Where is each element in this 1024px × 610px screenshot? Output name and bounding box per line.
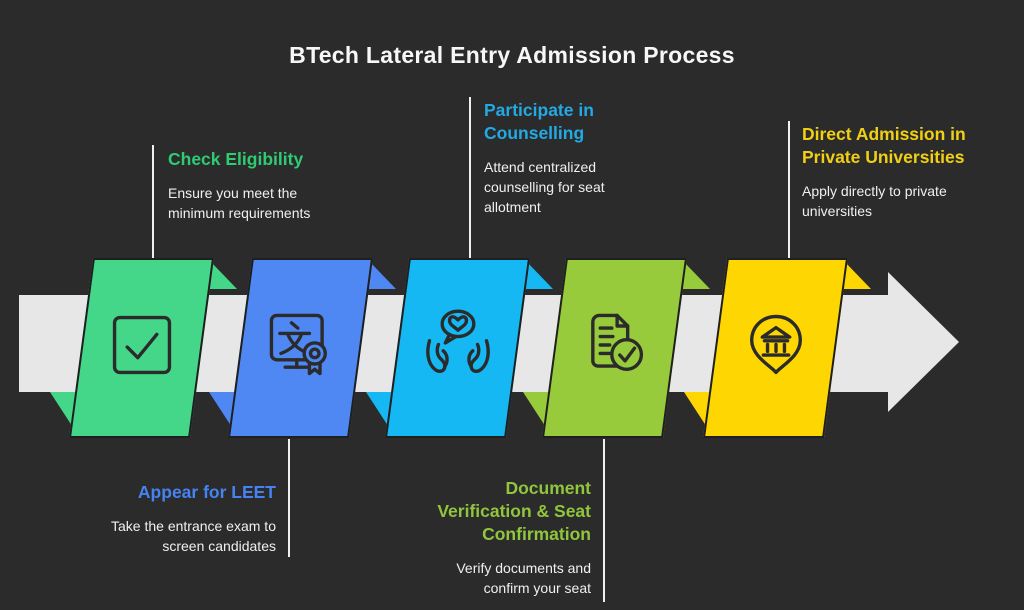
fold-decoration [844,261,871,289]
fold-decoration [526,261,553,289]
step-description: Ensure you meet the minimum requirements [168,185,311,221]
fold-decoration [210,261,237,289]
step-label: Participate in Counselling Attend centra… [484,99,674,217]
connector-line [603,439,605,602]
step-title: Document Verification & Seat Confirmatio… [437,478,591,544]
fold-decoration [683,261,710,289]
step-label: Document Verification & Seat Confirmatio… [381,477,591,598]
connector-line [788,121,790,258]
translation-certificate-icon [269,313,327,376]
step-description: Take the entrance exam to screen candida… [111,518,276,554]
step-description: Apply directly to private universities [802,183,947,219]
counselling-heart-hands-icon [426,309,490,373]
step-description: Attend centralized counselling for seat … [484,159,605,215]
step-label: Appear for LEET Take the entrance exam t… [46,481,276,556]
document-check-icon [591,313,644,371]
step-description: Verify documents and confirm your seat [456,560,591,596]
connector-line [469,97,471,258]
university-location-pin-icon [750,314,802,375]
page-title: BTech Lateral Entry Admission Process [289,42,735,68]
step-title: Participate in Counselling [484,100,594,143]
connector-line [152,145,154,258]
step-label: Direct Admission in Private Universities… [802,123,1016,221]
step-title: Check Eligibility [168,149,304,169]
arrow-head-icon [888,272,959,412]
step-label: Check Eligibility Ensure you meet the mi… [168,148,368,223]
step-title: Appear for LEET [137,482,276,502]
check-square-icon [112,315,172,375]
connector-line [288,439,290,557]
fold-decoration [369,261,396,289]
step-title: Direct Admission in Private Universities [802,124,966,167]
